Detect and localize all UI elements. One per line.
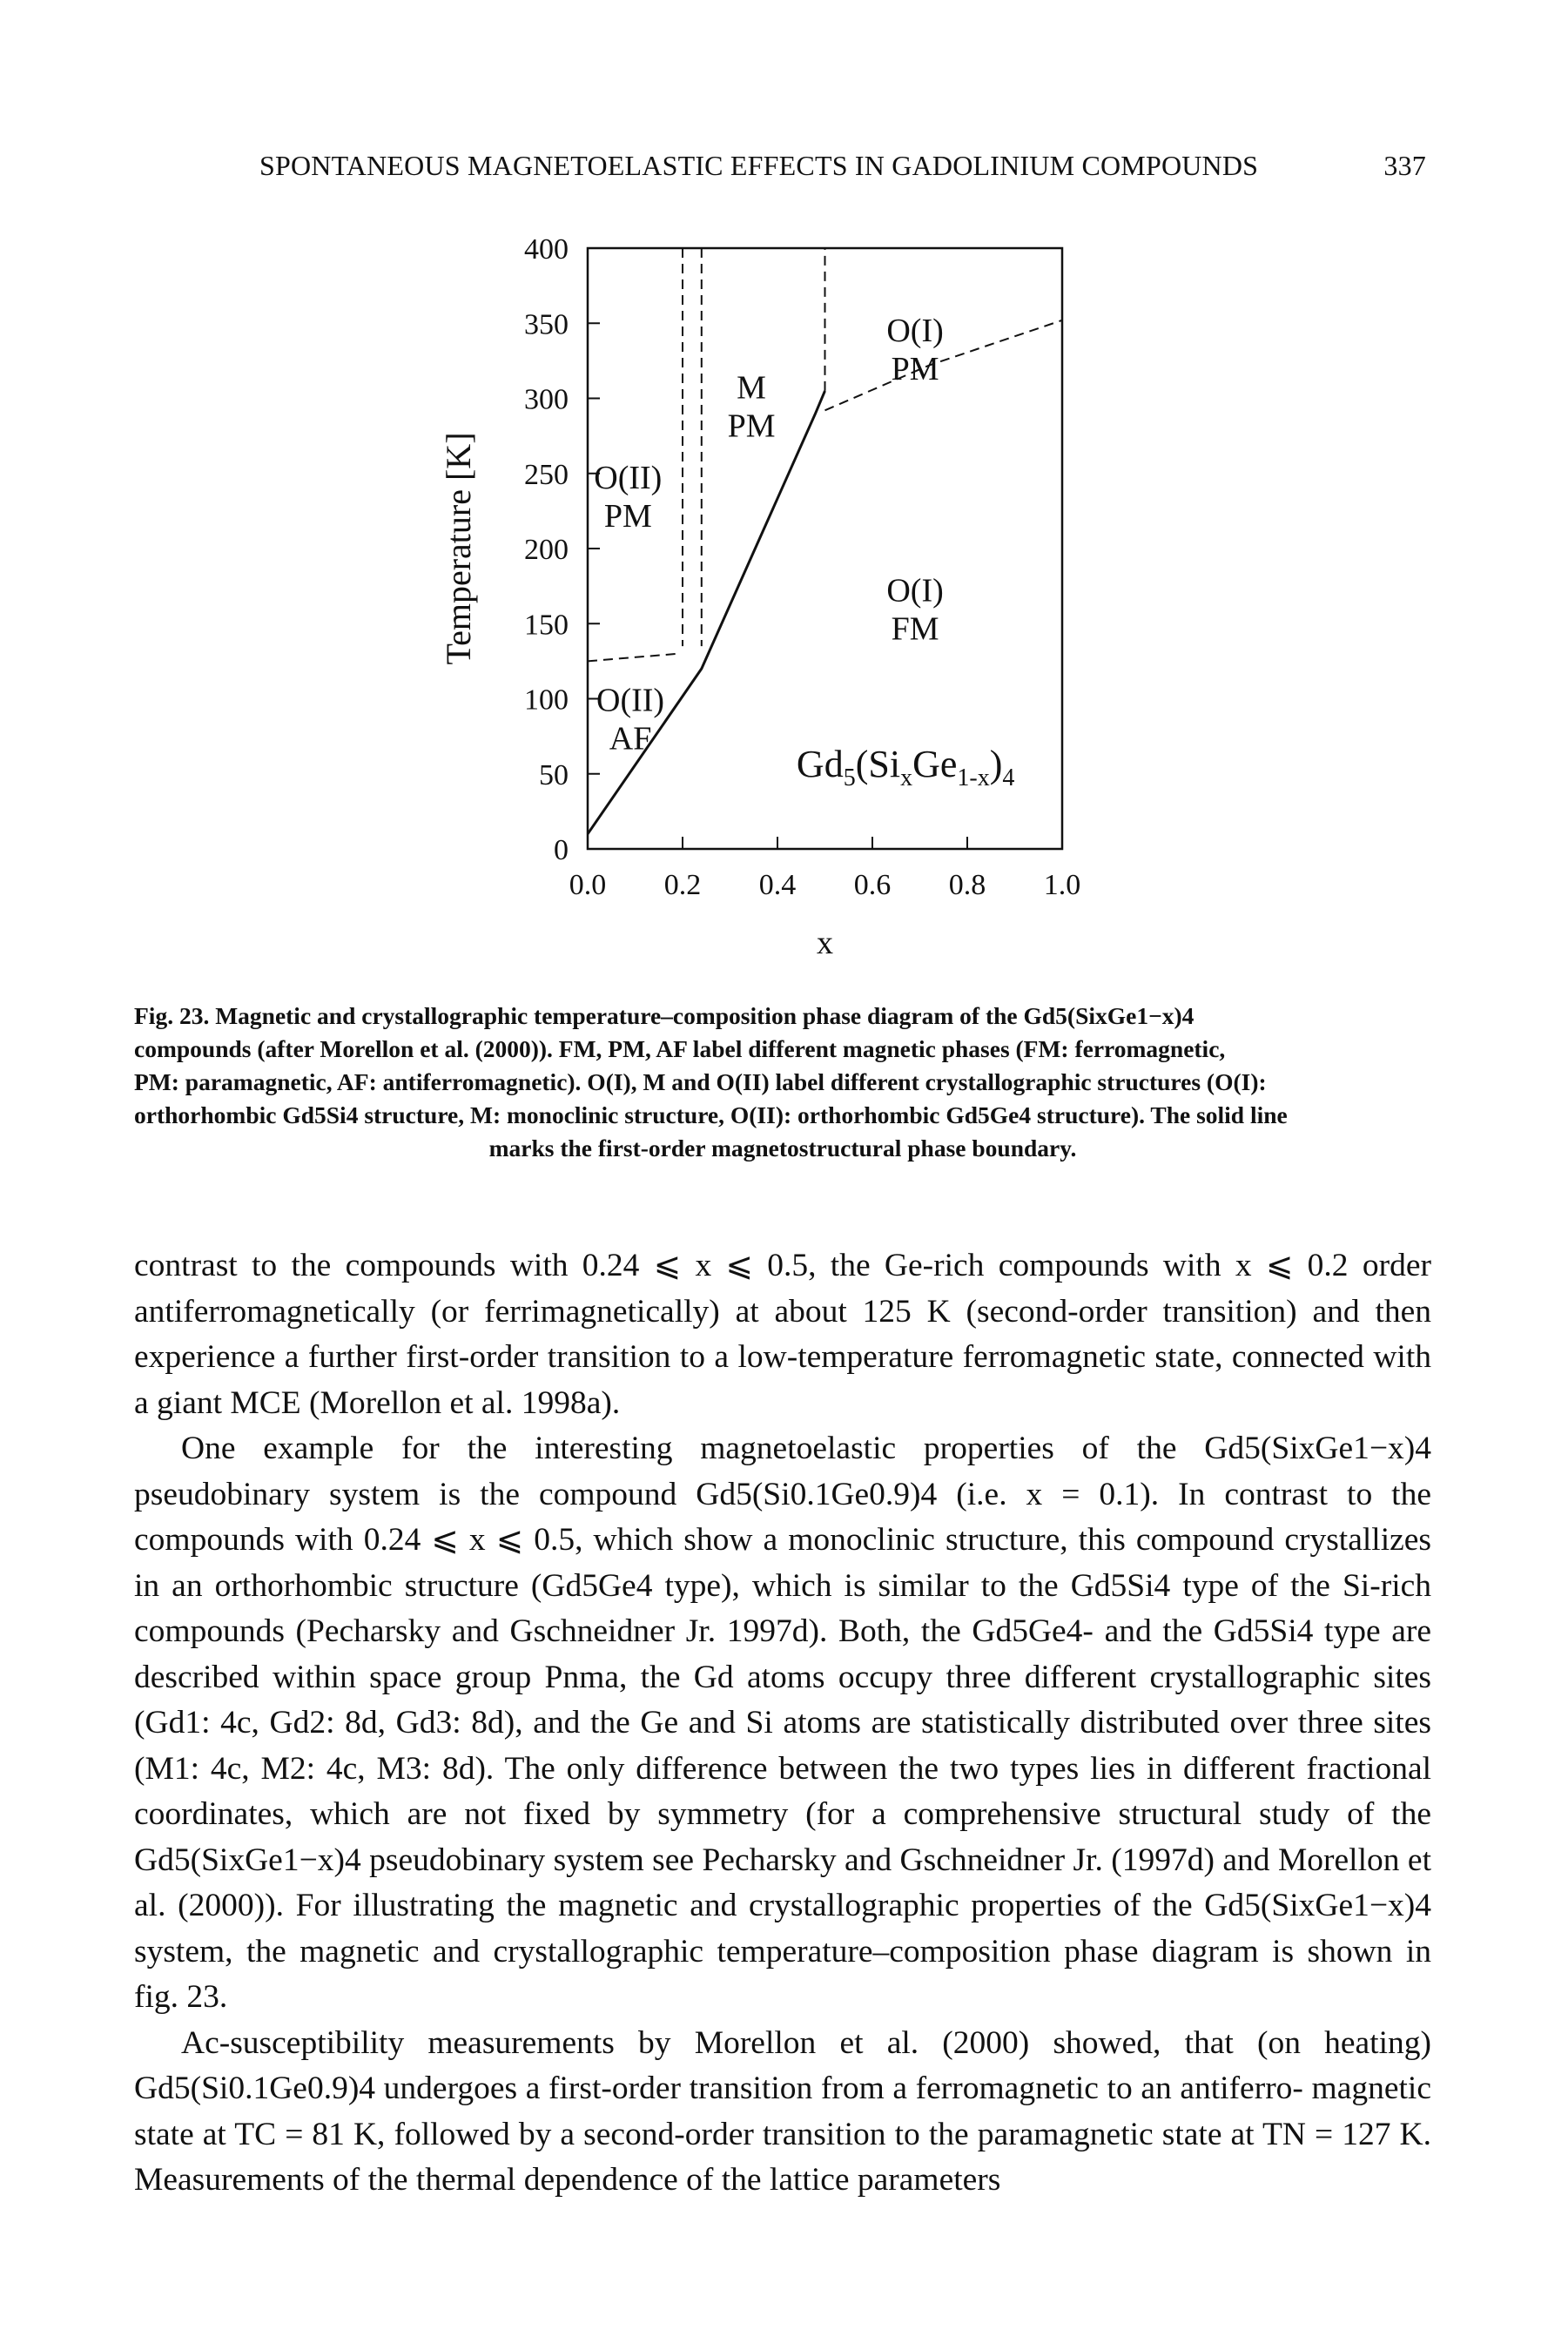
region-label: O(I)FM [886,572,943,647]
x-tick-label: 0.2 [664,869,702,901]
compound-label-part: ) [990,743,1003,785]
body-line: fig. 23. [134,1979,228,2015]
caption-line: Fig. 23. Magnetic and crystallographic t… [134,1002,1195,1029]
compound-label-part: x [900,764,912,791]
body-line: between the two types lies in different … [134,1750,1432,1833]
x-tick-label: 0.6 [854,869,892,901]
body-paragraph: Ac-susceptibility measurements by Morell… [134,2021,1431,2204]
body-paragraph: contrast to the compounds with 0.24 ⩽ x … [134,1243,1431,1426]
x-tick-label: 1.0 [1044,869,1081,901]
region-label-line: M [737,370,766,407]
region-label-line: O(II) [594,460,662,496]
body-line: illustrating the magnetic and crystallog… [134,1888,1431,1970]
body-line: antiferromagnetically (or ferrimagnetica… [134,1293,1360,1330]
compound-label-part: Ge [912,743,957,785]
running-title: SPONTANEOUS MAGNETOELASTIC EFFECTS IN GA… [259,150,1259,181]
body-line: pseudobinary system is the compound Gd5(… [134,1476,1431,1512]
phase-diagram-figure: 0.0 0.2 0.4 0.6 0.8 1.0 0 50 100 150 200 250 300 350 4… [439,233,1080,961]
plot-axes: 0.0 0.2 0.4 0.6 0.8 1.0 0 50 100 150 200 250 300 350 4… [439,233,1080,961]
region-label-line: O(I) [886,572,943,609]
phase-boundary-dashed [587,652,678,663]
body-line: One example for the interesting magnetoe… [181,1431,1431,1466]
body-line: system see Pecharsky and Gschneidner Jr.… [134,1842,1431,1924]
y-tick-label: 150 [524,609,569,641]
y-axis-label: Temperature [K] [439,432,478,664]
body-line: the magnetic and crystallographic temper… [246,1933,1431,1970]
x-tick-label: 0.8 [949,869,986,901]
compound-label-part: 5 [844,764,856,791]
x-tick-label: 0.4 [759,869,797,901]
y-tick-label: 300 [524,384,569,416]
compound-label-part: Si [868,743,900,785]
y-tick-label: 200 [524,534,569,566]
region-label-line: O(I) [886,313,943,349]
compound-label: Gd5(SixGe1-x)4 [797,743,1014,791]
body-line: crystallizes in an orthorhombic structur… [134,1522,1431,1604]
caption-line: PM: paramagnetic, AF: antiferromagnetic)… [134,1067,1267,1095]
phase-boundaries [586,248,1063,835]
body-line: connected with a giant MCE (Morellon et … [134,1339,1432,1421]
body-line: contrast to the compounds with 0.24 ⩽ x … [134,1248,1431,1283]
x-axis-label: x [817,925,833,961]
page-number: 337 [1383,150,1426,181]
compound-label-part: 1-x [957,764,989,791]
y-tick-label: 100 [524,684,569,717]
compound-label-part: Gd [797,743,844,785]
y-tick-label: 0 [554,834,569,866]
body-text: contrast to the compounds with 0.24 ⩽ x … [134,1243,1431,2204]
region-label: O(II)AF [596,682,664,757]
body-line: compounds with 0.24 ⩽ x ⩽ 0.5, which sho… [134,1522,1275,1558]
y-tick-label: 50 [539,759,569,791]
region-label-line: PM [892,351,939,387]
x-tick-label: 0.0 [569,869,607,901]
region-label: O(II)PM [594,460,662,535]
region-label-line: FM [892,610,939,647]
y-tick-label: 400 [524,233,569,266]
body-line: state at TN = 127 K. Measurements of the… [134,2116,1431,2198]
body-line: symmetry (for a comprehensive structural… [134,1796,1431,1878]
running-head: SPONTANEOUS MAGNETOELASTIC EFFECTS IN GA… [259,150,1426,182]
caption-line: marks the first-order magnetostructural … [488,1134,1077,1162]
first-order-boundary-line [586,390,826,835]
body-line: different crystallographic sites (Gd1: 4… [134,1659,1432,1741]
body-line: statistically distributed over three sit… [134,1705,1432,1787]
y-tick-label: 350 [524,308,569,340]
caption-line: orthorhombic Gd5Si4 structure, M: monocl… [134,1101,1288,1128]
body-line: and the Gd5Si4 type are described within… [134,1613,1432,1695]
region-label-line: AF [609,720,652,757]
region-label-line: O(II) [596,682,664,718]
caption-line: compounds (after Morellon et al. (2000))… [134,1034,1226,1062]
figure-caption: Fig. 23. Magnetic and crystallographic t… [134,1000,1431,1165]
body-line: type of the Si-rich compounds (Pecharsky… [134,1567,1432,1650]
body-line: then experience a further first-order tr… [134,1293,1432,1376]
y-tick-label: 250 [524,459,569,491]
body-line: Ac-susceptibility measurements by Morell… [181,2024,1431,2061]
body-line: magnetic state at TC = 81 K, followed by… [134,2071,1431,2152]
phase-boundary-dashed [824,319,1063,412]
body-line: Gd5(Si0.1Ge0.9)4 undergoes a first-order… [134,2071,1303,2106]
region-label: O(I)PM [886,313,943,387]
region-label-line: PM [604,498,652,535]
body-paragraph: One example for the interesting magnetoe… [134,1426,1431,2021]
region-label-line: PM [728,408,776,445]
compound-label-part: ( [856,743,869,785]
compound-label-part: 4 [1002,764,1014,791]
